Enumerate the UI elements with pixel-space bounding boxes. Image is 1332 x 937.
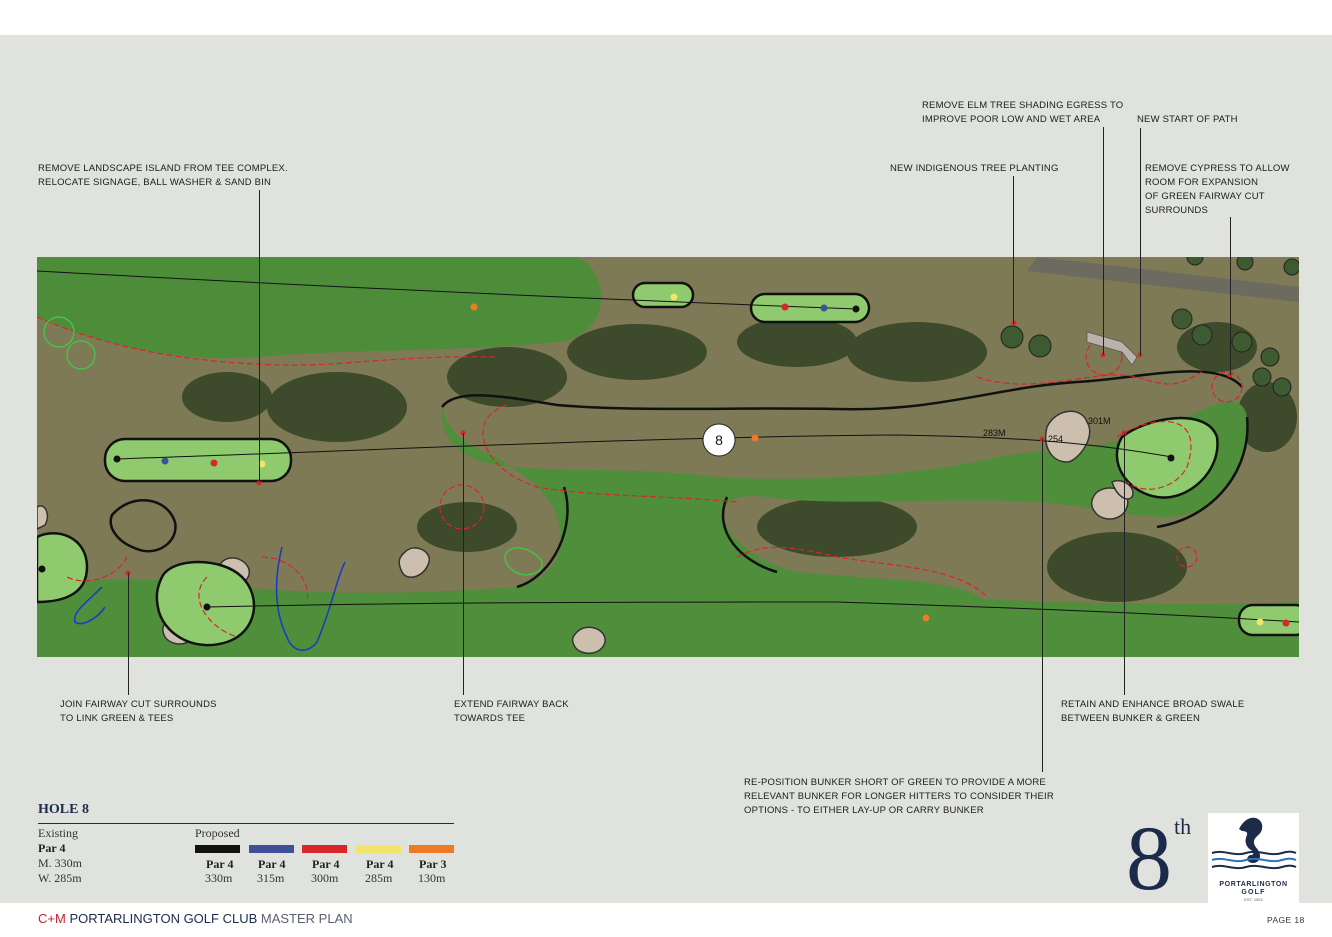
legend-par-blue: Par 4: [258, 857, 286, 871]
greens-and-tees: [37, 281, 1299, 647]
annotation-line: OF GREEN FAIRWAY CUT: [1145, 191, 1265, 202]
fairway-edge-lines: [109, 370, 1249, 589]
upper-fairway: [37, 257, 602, 359]
annotation-line: REMOVE LANDSCAPE ISLAND FROM TEE COMPLEX…: [38, 163, 288, 174]
proposed-blue-lines: [73, 546, 346, 651]
road: [1027, 257, 1299, 302]
annotation-elm-tree: REMOVE ELM TREE SHADING EGRESS TO IMPROV…: [922, 99, 1123, 127]
legend-swatch-yellow: [356, 845, 401, 853]
legend-length-blue: 315m: [257, 871, 285, 885]
leader-extend-fairway: [463, 433, 464, 695]
legend-length-orange: 130m: [418, 871, 446, 885]
hole-ordinal: 8: [1126, 807, 1172, 909]
annotation-line: NEW INDIGENOUS TREE PLANTING: [890, 163, 1059, 174]
legend-existing-par: Par 4: [38, 841, 66, 855]
legend-swatch-black: [195, 845, 240, 853]
footer-plan: MASTER PLAN: [260, 911, 353, 926]
logo-name: PORTARLINGTON: [1219, 881, 1288, 888]
footer-title: C+M PORTARLINGTON GOLF CLUB MASTER PLAN: [38, 911, 353, 926]
annotation-line: RELOCATE SIGNAGE, BALL WASHER & SAND BIN: [38, 177, 272, 188]
logo-sub: GOLF: [1241, 889, 1266, 896]
green-8: [1115, 416, 1219, 499]
new-path: [1086, 331, 1138, 366]
annotation-line: EXTEND FAIRWAY BACK: [454, 699, 569, 710]
main-fairway: [37, 401, 1248, 657]
leader-tree-planting: [1013, 176, 1014, 324]
legend-title: HOLE 8: [38, 802, 89, 817]
play-lines: [37, 270, 1299, 623]
annotation-tree-planting: NEW INDIGENOUS TREE PLANTING: [890, 162, 1059, 176]
annotation-line: BETWEEN BUNKER & GREEN: [1061, 713, 1201, 724]
annotation-bunker: RE-POSITION BUNKER SHORT OF GREEN TO PRO…: [744, 776, 1054, 818]
legend-existing-women: W. 285m: [38, 871, 82, 885]
tee-upper-yellow: [631, 281, 695, 309]
legend-existing-label: Existing: [38, 826, 79, 840]
hole-ordinal-suffix: th: [1174, 814, 1192, 839]
green-7: [37, 532, 89, 604]
legend-par-red: Par 4: [312, 857, 340, 871]
page-number: PAGE 18: [1267, 915, 1305, 925]
green-left: [155, 560, 256, 647]
lower-right-fairway: [937, 597, 1299, 657]
annotation-line: TO LINK GREEN & TEES: [60, 713, 174, 724]
legend-length-yellow: 285m: [365, 871, 393, 885]
legend-proposed-label: Proposed: [195, 826, 240, 840]
hole-marker-number: 8: [715, 432, 723, 448]
tee-complex-left: [103, 437, 293, 483]
leader-fairway-cut: [128, 573, 129, 695]
annotation-line: ROOM FOR EXPANSION: [1145, 177, 1259, 188]
distance-283: 283M: [983, 428, 1006, 438]
legend-length-black: 330m: [205, 871, 233, 885]
hole-8-aerial-map: 8 283M 254 301M: [37, 257, 1299, 657]
annotation-line: JOIN FAIRWAY CUT SURROUNDS: [60, 699, 217, 710]
annotation-cypress: REMOVE CYPRESS TO ALLOW ROOM FOR EXPANSI…: [1145, 162, 1290, 218]
logo-est: EST. 1924: [1244, 897, 1263, 902]
distance-254: 254: [1048, 434, 1063, 444]
tee-upper: [749, 292, 871, 324]
annotation-tee-complex: REMOVE LANDSCAPE ISLAND FROM TEE COMPLEX…: [38, 162, 288, 190]
portarlington-golf-logo: PORTARLINGTON GOLF EST. 1924: [1208, 813, 1299, 903]
annotation-line: RELEVANT BUNKER FOR LONGER HITTERS TO CO…: [744, 791, 1054, 802]
proposed-red-outlines: [37, 316, 1243, 638]
annotation-line: REMOVE ELM TREE SHADING EGRESS TO: [922, 100, 1124, 111]
annotation-line: OPTIONS - TO EITHER LAY-UP OR CARRY BUNK…: [744, 805, 984, 816]
footer-brand: C+M: [38, 911, 66, 926]
seahorse-logo-icon: [1211, 817, 1297, 870]
legend-swatch-red: [302, 845, 347, 853]
annotation-line: SURROUNDS: [1145, 205, 1209, 216]
leader-bunker: [1042, 439, 1043, 772]
leader-elm-tree: [1103, 127, 1104, 355]
legend-swatch-blue: [249, 845, 294, 853]
annotation-line: RETAIN AND ENHANCE BROAD SWALE: [1061, 699, 1245, 710]
annotation-line: NEW START OF PATH: [1137, 114, 1238, 125]
legend-existing-men: M. 330m: [38, 856, 83, 870]
footer-club: PORTARLINGTON GOLF CLUB: [69, 911, 258, 926]
annotation-fairway-cut: JOIN FAIRWAY CUT SURROUNDS TO LINK GREEN…: [60, 698, 217, 726]
legend-rule: [38, 823, 454, 824]
hole-number-marker: 8: [702, 423, 736, 457]
tee-markers: [38, 293, 1290, 627]
legend-par-orange: Par 3: [419, 857, 447, 871]
existing-trees: [1000, 257, 1299, 397]
legend-swatch-orange: [409, 845, 454, 853]
proposed-trees: [43, 316, 543, 576]
annotation-line: REMOVE CYPRESS TO ALLOW: [1145, 163, 1290, 174]
annotation-swale: RETAIN AND ENHANCE BROAD SWALE BETWEEN B…: [1061, 698, 1244, 726]
legend-par-yellow: Par 4: [366, 857, 394, 871]
leader-tee-complex: [259, 190, 260, 483]
annotation-path: NEW START OF PATH: [1137, 113, 1238, 127]
leader-cypress: [1230, 217, 1231, 375]
distance-301: 301M: [1088, 416, 1111, 426]
annotation-line: TOWARDS TEE: [454, 713, 526, 724]
leader-swale: [1124, 433, 1125, 695]
leader-path: [1140, 128, 1141, 355]
annotation-extend-fairway: EXTEND FAIRWAY BACK TOWARDS TEE: [454, 698, 569, 726]
legend-length-red: 300m: [311, 871, 339, 885]
legend-par-black: Par 4: [206, 857, 234, 871]
annotation-line: IMPROVE POOR LOW AND WET AREA: [922, 114, 1101, 125]
annotation-line: RE-POSITION BUNKER SHORT OF GREEN TO PRO…: [744, 777, 1046, 788]
